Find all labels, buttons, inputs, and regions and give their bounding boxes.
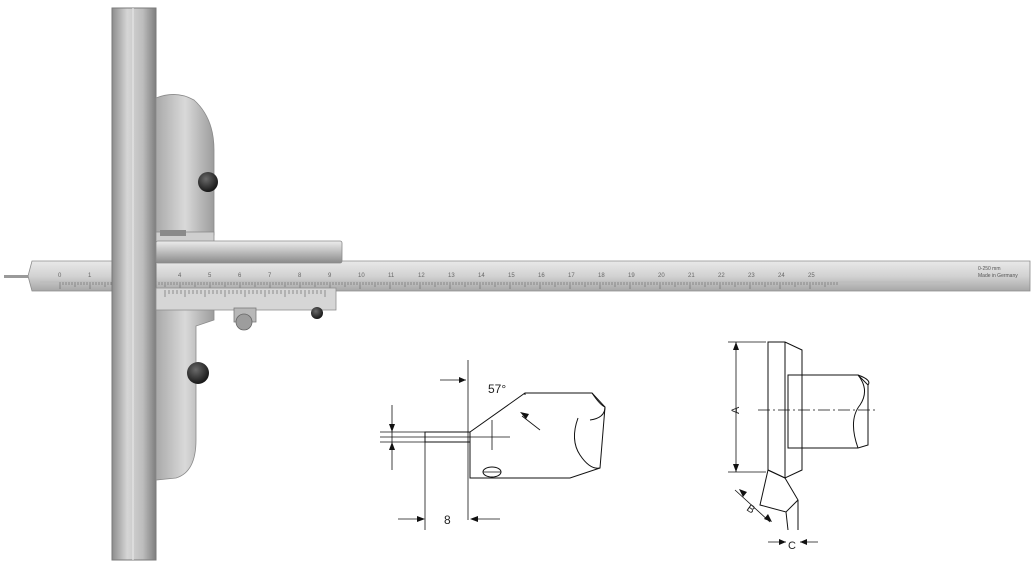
scale-number: 25	[808, 273, 815, 279]
slider-lower-body	[155, 290, 215, 481]
scale-number: 21	[688, 273, 695, 279]
guide-rod	[155, 240, 343, 264]
scale-number: 20	[658, 273, 665, 279]
scale-number: 6	[238, 273, 242, 279]
scale-number: 18	[598, 273, 605, 279]
scale-number: 24	[778, 273, 785, 279]
fine-adjust-screw	[235, 313, 253, 331]
angle-label: 57°	[488, 382, 506, 396]
scale-number: 8	[298, 273, 302, 279]
label-a: A	[730, 406, 742, 414]
main-scale-beam	[27, 260, 1031, 292]
probe-block-outline	[469, 392, 606, 479]
scale-number: 23	[748, 273, 755, 279]
scale-number: 15	[508, 273, 515, 279]
break-line	[574, 417, 601, 469]
label-b: B	[744, 502, 757, 516]
scale-number: 19	[628, 273, 635, 279]
main-scale-numbers: 0123456789101112131415161718192021222324…	[58, 273, 815, 279]
depth-gauge-illustration: 0123456789101112131415161718192021222324…	[4, 7, 1031, 561]
scale-number: 11	[388, 273, 395, 279]
scale-number: 14	[478, 273, 485, 279]
vernier-ticks	[164, 290, 326, 297]
scale-number: 7	[268, 273, 272, 279]
vernier-lock-knob	[311, 307, 323, 319]
probe-pin	[4, 275, 32, 278]
scale-number: 12	[418, 273, 425, 279]
hook-base-drawing: A B C	[728, 341, 875, 552]
scale-number: 1	[88, 273, 92, 279]
base-bar	[111, 7, 157, 561]
scale-number: 22	[718, 273, 725, 279]
scale-number: 9	[328, 273, 332, 279]
length-label: 8	[444, 513, 451, 527]
scale-number: 17	[568, 273, 575, 279]
label-c: C	[788, 540, 796, 552]
scale-note-line-2: Made in Germany	[978, 273, 1018, 279]
scale-number: 10	[358, 273, 365, 279]
probe-tip-drawing: 57° 8	[380, 360, 606, 530]
scale-number: 5	[208, 273, 212, 279]
scale-number: 16	[538, 273, 545, 279]
scale-note-line-1: 0-250 mm	[978, 266, 1001, 272]
upper-lock-knob	[198, 172, 218, 192]
slider-clamp	[160, 230, 186, 236]
scale-number: 13	[448, 273, 455, 279]
slider-upper-body	[155, 94, 215, 236]
lower-lock-knob	[187, 362, 209, 384]
hook-chamfer	[759, 469, 799, 513]
scale-number: 0	[58, 273, 62, 279]
scale-number: 4	[178, 273, 182, 279]
